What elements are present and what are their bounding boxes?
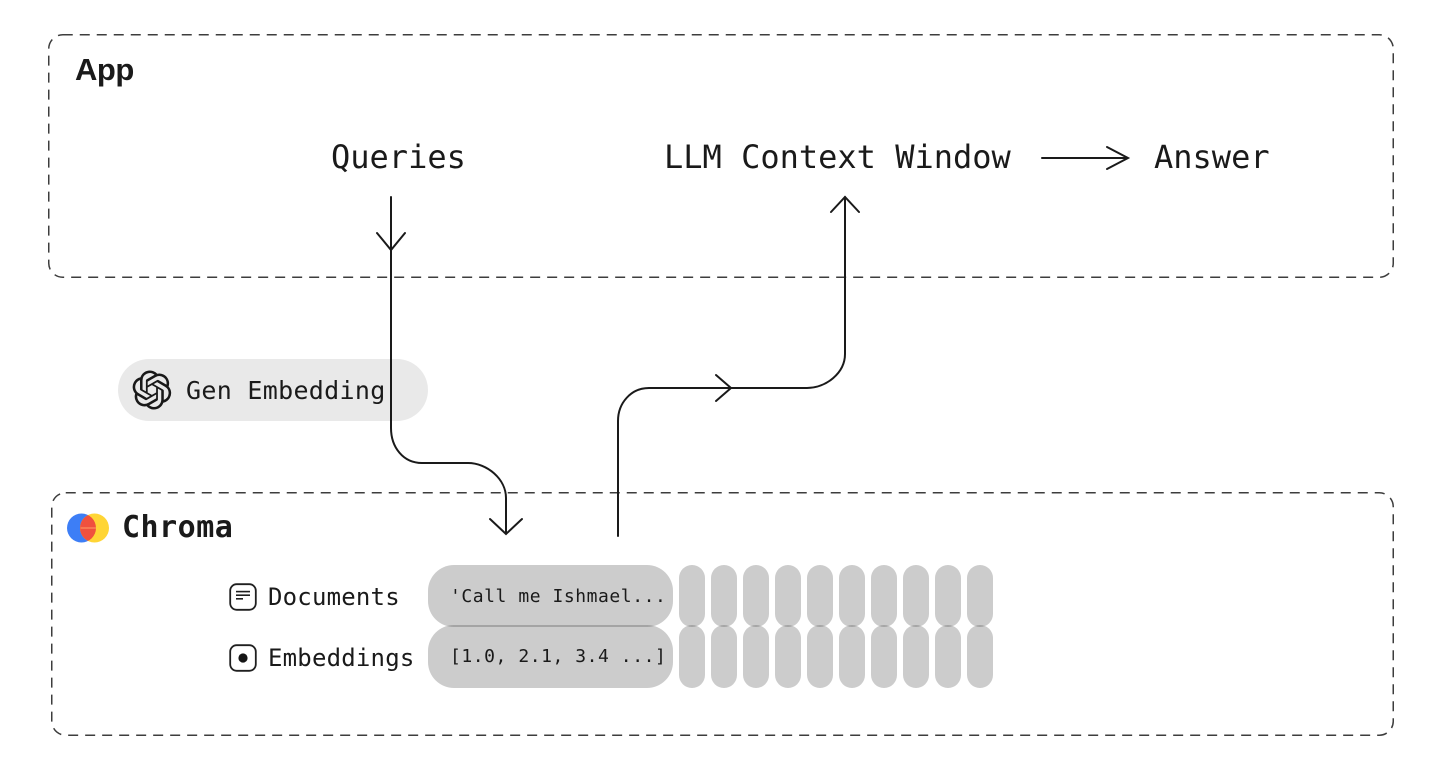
document-sample-text: 'Call me Ishmael...	[450, 585, 667, 607]
document-sample-pill: 'Call me Ishmael...	[428, 565, 673, 627]
document-vector-pill	[743, 565, 769, 627]
gen-embedding-pill: Gen Embedding	[118, 359, 428, 421]
vector-column	[839, 565, 865, 688]
chroma-to-llm-arrow	[617, 195, 860, 537]
embeddings-label: Embeddings	[268, 644, 415, 672]
gen-embedding-label: Gen Embedding	[186, 375, 386, 405]
documents-row: Documents	[229, 583, 400, 611]
document-icon	[229, 583, 257, 611]
openai-logo-icon	[132, 370, 172, 410]
document-vector-pill	[807, 565, 833, 627]
queries-label: Queries	[331, 138, 466, 176]
llm-to-answer-arrow	[1041, 146, 1131, 170]
document-vector-pill	[839, 565, 865, 627]
vector-column	[935, 565, 961, 688]
vector-column	[967, 565, 993, 688]
document-vector-pill	[903, 565, 929, 627]
embedding-vector-pill	[839, 625, 865, 688]
embedding-sample-pill: [1.0, 2.1, 3.4 ...]	[428, 625, 673, 688]
vector-pill-grid	[679, 565, 993, 688]
embedding-vector-pill	[935, 625, 961, 688]
embedding-vector-pill	[807, 625, 833, 688]
embedding-vector-pill	[871, 625, 897, 688]
embedding-vector-pill	[903, 625, 929, 688]
document-vector-pill	[935, 565, 961, 627]
embedding-vector-pill	[775, 625, 801, 688]
document-vector-pill	[871, 565, 897, 627]
embedding-vector-pill	[711, 625, 737, 688]
vector-column	[807, 565, 833, 688]
embedding-vector-pill	[679, 625, 705, 688]
documents-label: Documents	[268, 583, 400, 611]
document-vector-pill	[967, 565, 993, 627]
app-box-label: App	[75, 52, 134, 87]
chroma-logo-icon	[66, 513, 110, 543]
vector-column	[743, 565, 769, 688]
vector-column	[775, 565, 801, 688]
document-vector-pill	[679, 565, 705, 627]
document-vector-pill	[775, 565, 801, 627]
embedding-vector-pill	[743, 625, 769, 688]
embeddings-row: Embeddings	[229, 644, 415, 672]
answer-label: Answer	[1154, 138, 1270, 176]
document-vector-pill	[711, 565, 737, 627]
chroma-box-label: Chroma	[122, 510, 234, 545]
embedding-dot-icon	[229, 644, 257, 672]
embedding-sample-text: [1.0, 2.1, 3.4 ...]	[450, 646, 667, 667]
vector-column	[871, 565, 897, 688]
chroma-box-header: Chroma	[66, 510, 233, 545]
embedding-vector-pill	[967, 625, 993, 688]
vector-column	[679, 565, 705, 688]
vector-column	[711, 565, 737, 688]
llm-context-window-label: LLM Context Window	[664, 138, 1011, 176]
vector-column	[903, 565, 929, 688]
